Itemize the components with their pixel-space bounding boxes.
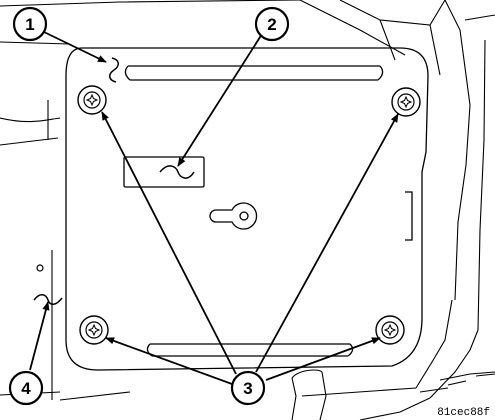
leader-3d: [265, 337, 381, 381]
break-symbol-icon: [159, 165, 195, 179]
leader-3c: [105, 337, 233, 385]
callout-circle-icon: [230, 370, 266, 406]
callout-4-label: 4: [21, 379, 31, 398]
callout-2: 2: [254, 6, 290, 42]
module-bracket: [65, 47, 429, 371]
torx-screw-icon: [77, 85, 107, 115]
callout-1: 1: [12, 6, 48, 42]
leader-3b: [255, 113, 399, 373]
leader-4: [29, 301, 50, 371]
break-symbol-icon: [33, 294, 63, 305]
callout-1-label: 1: [25, 15, 34, 34]
torx-screw-icon: [391, 87, 421, 117]
callout-2-label: 2: [267, 15, 276, 34]
callout-circle-icon: [254, 6, 290, 42]
callout-circle-icon: [8, 370, 44, 406]
reference-code: 81cec88f: [437, 407, 490, 419]
callout-3: 3: [230, 370, 266, 406]
callout-3-label: 3: [243, 379, 252, 398]
leader-1: [43, 31, 107, 63]
keyhole-feature: [209, 202, 258, 230]
leader-2: [177, 33, 263, 167]
leader-lines: [29, 31, 399, 385]
torx-screw-icon: [79, 315, 109, 345]
callout-4: 4: [8, 370, 44, 406]
torx-screw-icon: [375, 315, 405, 345]
break-symbol-icon: [109, 57, 119, 83]
leader-3a: [101, 111, 237, 375]
mounting-hole: [36, 264, 44, 272]
callout-circle-icon: [12, 6, 48, 42]
